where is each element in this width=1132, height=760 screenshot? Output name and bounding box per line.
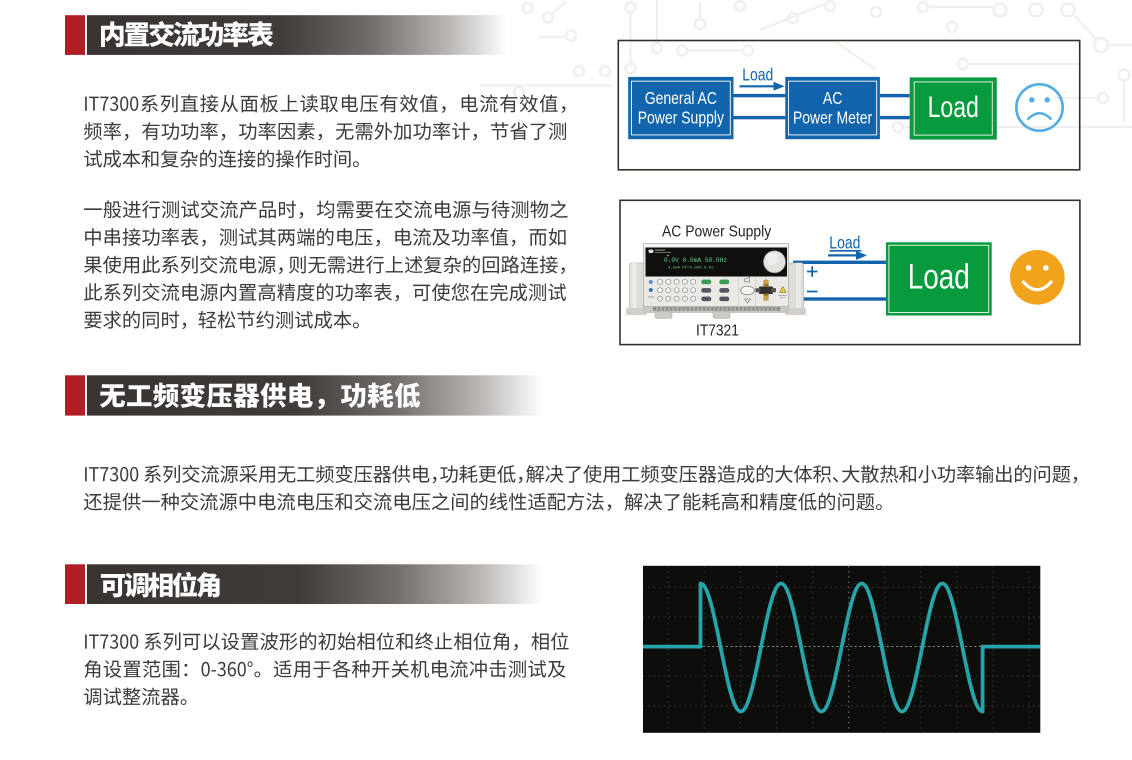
- svg-text:0.0V 0.0mA 50.0Hz: 0.0V 0.0mA 50.0Hz: [664, 257, 727, 264]
- svg-text:AC Power Supply: AC Power Supply: [662, 224, 772, 241]
- svg-text:Load: Load: [908, 257, 970, 297]
- svg-text:General AC: General AC: [645, 90, 717, 109]
- svg-text:0.00A PF=0.000 0.0s: 0.00A PF=0.000 0.0s: [668, 267, 714, 271]
- svg-text:Load: Load: [928, 90, 979, 123]
- svg-text:Power Supply: Power Supply: [638, 109, 724, 128]
- svg-text:Load: Load: [829, 234, 860, 253]
- svg-text:IT7321: IT7321: [696, 323, 739, 340]
- svg-text:AC: AC: [823, 90, 842, 109]
- svg-text:Power Meter: Power Meter: [793, 109, 873, 128]
- svg-text:Load: Load: [742, 66, 773, 85]
